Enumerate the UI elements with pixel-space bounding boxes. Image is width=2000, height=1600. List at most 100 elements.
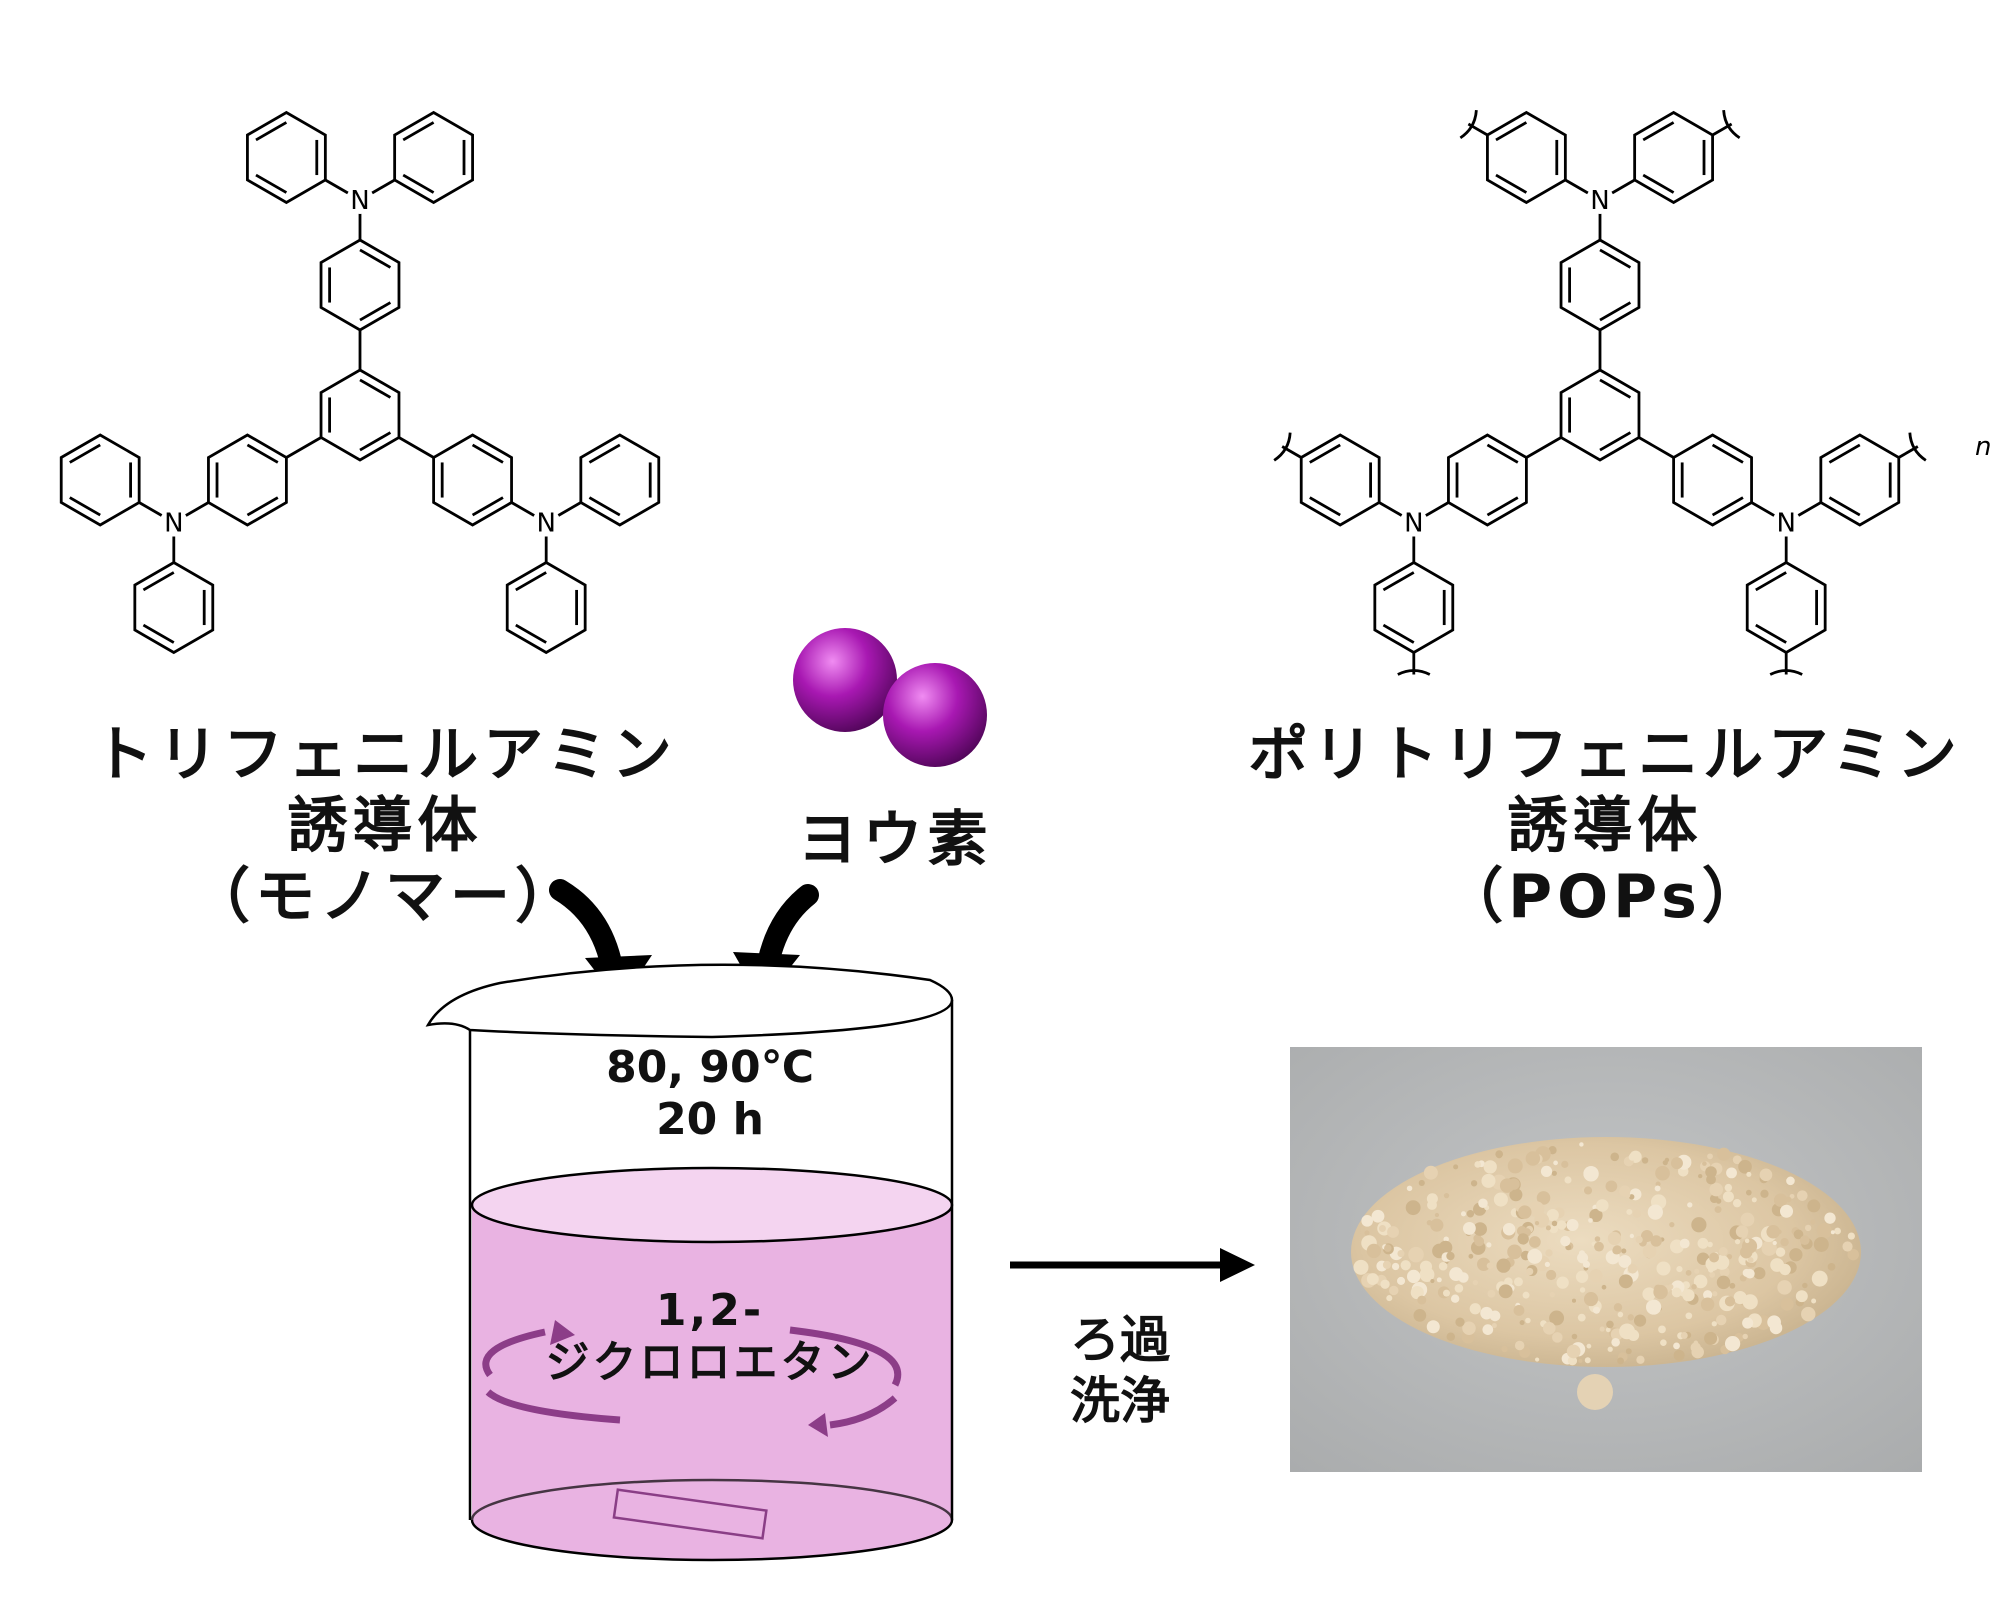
powder-grain [1578, 1250, 1585, 1257]
repeat-unit-n: n [1975, 432, 1991, 462]
powder-grain [1478, 1198, 1488, 1209]
polymer-label-line2: 誘導体 [1507, 790, 1703, 861]
polymer-structure [1273, 110, 1927, 676]
powder-grain [1802, 1282, 1808, 1289]
powder-grain [1426, 1193, 1438, 1205]
powder-grain [1705, 1166, 1717, 1178]
powder-grain [1607, 1231, 1622, 1246]
stir-arrow-head-1 [550, 1320, 575, 1345]
powder-grain [1455, 1317, 1465, 1327]
powder-grain [1545, 1249, 1553, 1257]
powder-grain [1589, 1208, 1603, 1223]
powder-grain [1685, 1269, 1692, 1276]
powder-grain [1618, 1274, 1633, 1289]
powder-grain [1507, 1158, 1523, 1174]
powder-grain [1594, 1236, 1601, 1242]
powder-grain [1789, 1193, 1795, 1199]
powder-grain [1811, 1270, 1828, 1287]
powder-grain [1508, 1178, 1520, 1190]
powder-grain [1780, 1297, 1794, 1311]
benzene-ring [579, 433, 661, 527]
double-bond [402, 121, 435, 142]
beaker [425, 963, 954, 1562]
powder-grain [1744, 1238, 1750, 1244]
powder-grain [1830, 1230, 1835, 1235]
powder-grain [1406, 1269, 1421, 1284]
powder-grain [1697, 1237, 1709, 1249]
double-bond [69, 443, 101, 464]
powder-grain [1466, 1210, 1475, 1218]
powder-grain [1449, 1267, 1464, 1282]
powder-grain [1847, 1248, 1859, 1261]
powder-grain [1626, 1208, 1633, 1215]
powder-grain [1405, 1200, 1421, 1216]
powder-grain [1507, 1244, 1522, 1260]
double-bond [142, 623, 175, 644]
powder-grain [1443, 1289, 1451, 1297]
powder-grain [1811, 1298, 1817, 1304]
powder-grain [1742, 1317, 1754, 1329]
powder-grain [1718, 1247, 1728, 1256]
powder-grain [1397, 1250, 1405, 1258]
powder-grain [1617, 1357, 1624, 1365]
powder-grain [1378, 1224, 1386, 1233]
powder-grain [1446, 1251, 1455, 1261]
powder-grain [1552, 1332, 1563, 1343]
atom-label-bg [1586, 186, 1614, 214]
powder-grain [1560, 1235, 1571, 1247]
powder-grain [1642, 1287, 1656, 1301]
powder-grain [1413, 1309, 1427, 1322]
powder-grain [1579, 1287, 1586, 1293]
powder-grain [1669, 1221, 1675, 1228]
stirring-arrows [482, 1326, 902, 1429]
powder-grain [1671, 1287, 1682, 1298]
benzene-ring [1559, 238, 1641, 332]
powder-grain [1656, 1261, 1671, 1276]
double-bond [69, 496, 101, 517]
powder-grain [1745, 1189, 1752, 1196]
powder-grain [1670, 1157, 1683, 1170]
powder-grain [1540, 1165, 1553, 1177]
powder-grain [1655, 1165, 1670, 1181]
double-bond [359, 431, 392, 452]
powder-grain [1481, 1173, 1496, 1188]
powder-grain [1717, 1147, 1731, 1161]
double-bond [359, 378, 392, 399]
n-phenyl-bond [1564, 178, 1589, 195]
powder-grain [1780, 1237, 1789, 1247]
double-bond [1309, 496, 1341, 517]
powder-grain [1474, 1236, 1485, 1247]
powder-grain [1789, 1248, 1803, 1262]
powder-grain [1709, 1271, 1716, 1278]
monomer-label: トリフェニルアミン 誘導体 （モノマー） [45, 720, 725, 932]
powder-grain [1709, 1182, 1724, 1197]
atom-label-bg [1399, 508, 1428, 537]
powder-grain [1618, 1254, 1632, 1268]
stir-arrow-head-2 [808, 1413, 828, 1437]
powder-grain [1575, 1270, 1589, 1283]
product-photo [1290, 1047, 1922, 1472]
powder-grain [1592, 1306, 1601, 1314]
double-bond [1495, 121, 1528, 142]
arm-bond [1525, 436, 1562, 459]
powder-grain [1605, 1327, 1611, 1333]
polymer-label-line3: （POPs） [1443, 861, 1767, 932]
powder-grain [1724, 1296, 1736, 1307]
powder-grain [1400, 1260, 1411, 1271]
benzene-ring [1447, 433, 1528, 527]
powder-grain [1514, 1340, 1525, 1351]
powder-grain [1577, 1313, 1586, 1322]
powder-grain [1612, 1245, 1622, 1255]
powder-grain [1380, 1279, 1390, 1289]
powder-grain [1545, 1225, 1551, 1231]
powder-grain [1703, 1290, 1713, 1300]
powder-grain [1544, 1261, 1550, 1267]
double-bond [1642, 173, 1675, 194]
double-bond [1309, 443, 1341, 464]
powder-grain [1443, 1236, 1449, 1242]
powder-grain [1571, 1333, 1578, 1340]
powder-grain [1847, 1232, 1855, 1240]
powder-grain [1607, 1346, 1613, 1352]
iodine-label: ヨウ素 [797, 805, 993, 875]
powder-grain [1438, 1240, 1453, 1255]
